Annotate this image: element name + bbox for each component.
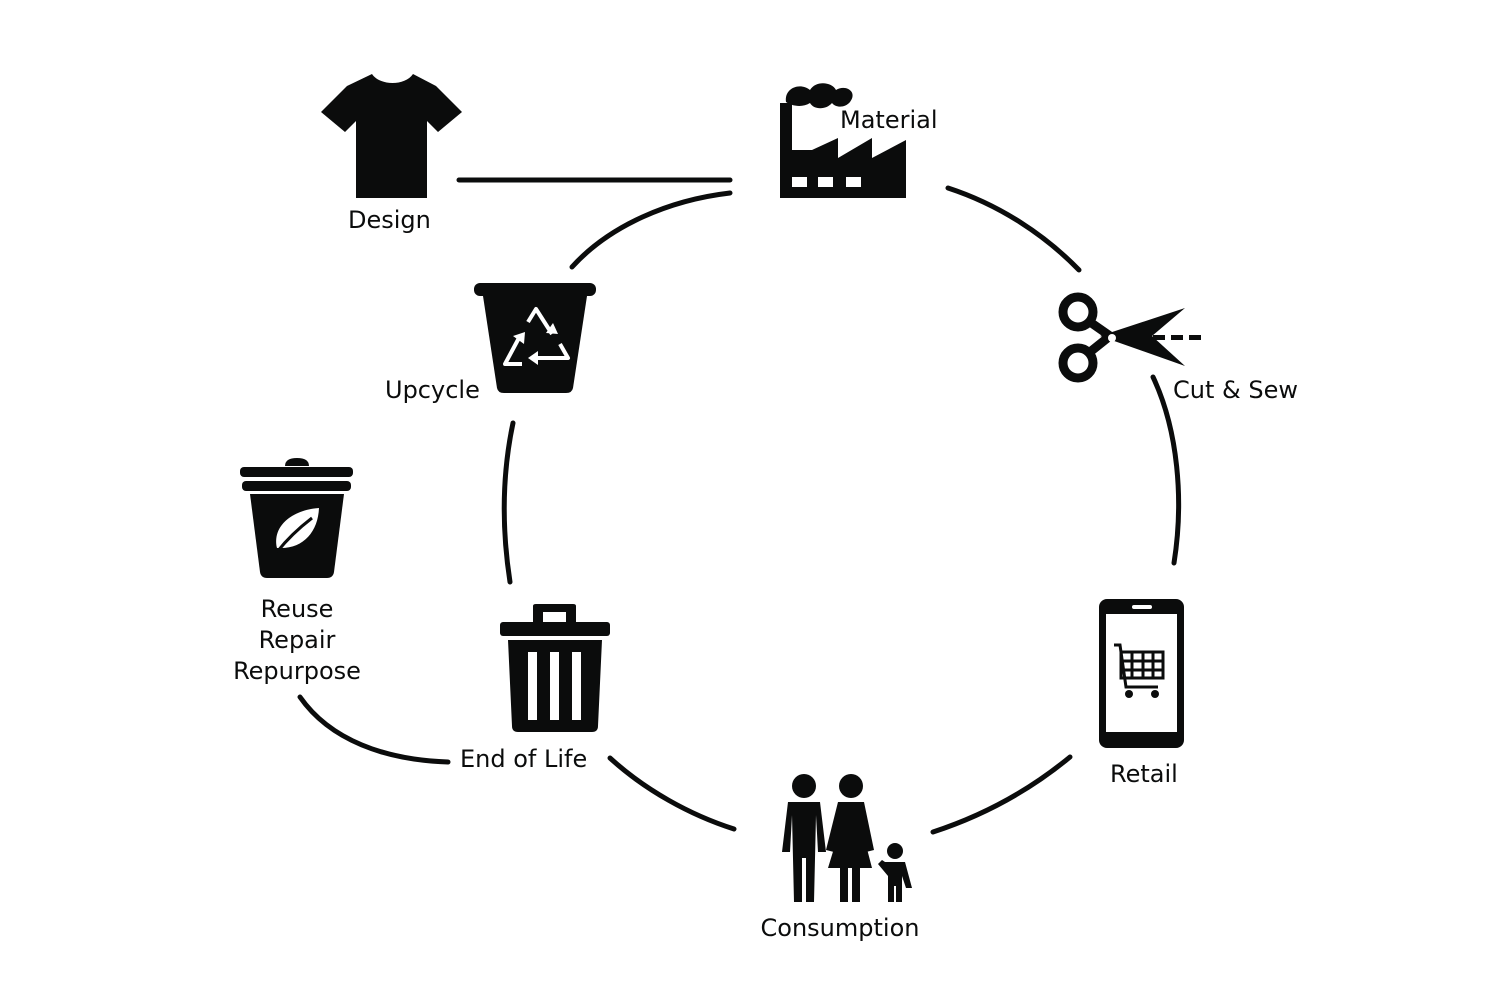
trash-can-icon [500,604,610,732]
label-repair: Repair [258,626,336,654]
family-icon [782,774,912,902]
label-end-of-life: End of Life [460,745,588,773]
connector-consumption-endoflife [607,755,737,832]
connector-material-upcycle [569,190,733,270]
label-reuse-repair-repurpose: Reuse Repair Repurpose [217,594,377,687]
label-retail: Retail [1110,760,1178,788]
label-repurpose: Repurpose [233,657,361,685]
label-material: Material [840,106,938,134]
connector-cutsew-retail [1150,374,1182,566]
connector-endoflife-upcycle [501,420,516,585]
label-design: Design [348,206,431,234]
connector-material-cutsew [945,185,1082,273]
compost-bin-icon [240,458,353,578]
connector-endoflife-reuse [297,694,451,765]
scissors-icon [1058,292,1201,383]
connector-retail-consumption [930,754,1073,835]
label-consumption: Consumption [760,914,920,942]
recycle-bin-icon [474,283,596,393]
label-cut-sew: Cut & Sew [1173,376,1298,404]
factory-icon [780,83,906,198]
label-upcycle: Upcycle [385,376,480,404]
label-reuse: Reuse [260,595,334,623]
connectors [297,177,1182,835]
smartphone-cart-icon [1099,599,1184,748]
tshirt-icon [321,74,462,198]
